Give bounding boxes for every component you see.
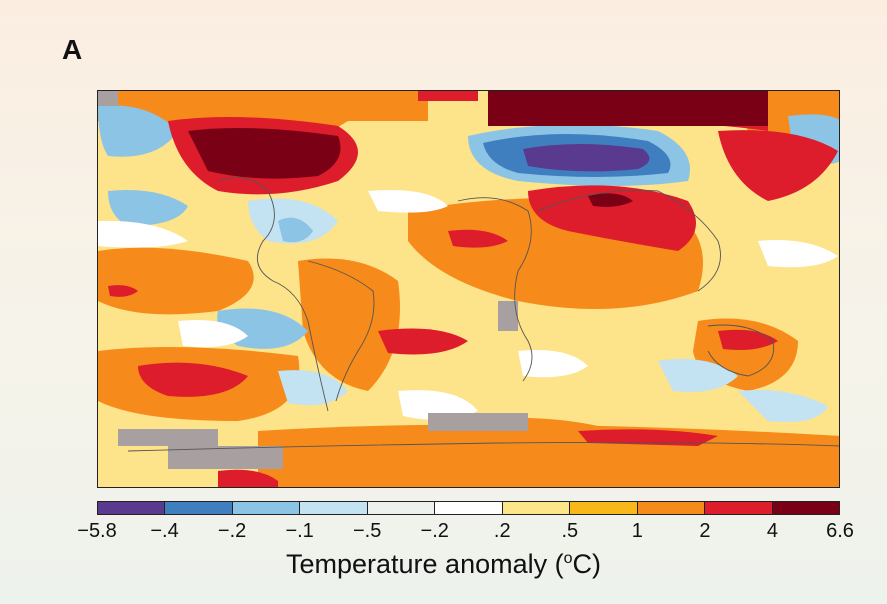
colorbar-title: Temperature anomaly (oC)	[0, 549, 887, 580]
colorbar-tick-label: −.4	[150, 520, 179, 542]
missing-data-regions	[98, 91, 528, 469]
colorbar-title-degree: o	[563, 550, 573, 567]
colorbar-segment	[98, 502, 166, 514]
colorbar-segment	[300, 502, 368, 514]
colorbar-tick-label: −.2	[420, 520, 449, 542]
colorbar-segment	[435, 502, 503, 514]
colorbar-title-unit: C)	[572, 549, 602, 579]
colorbar-ticks: −5.8 −.4 −.2 −.1 −.5 −.2 .2 .5 1 2 4 6.6	[77, 520, 854, 544]
colorbar-segment	[637, 502, 706, 514]
neutral-regions	[98, 190, 838, 420]
colorbar-tick-label: 4	[766, 520, 779, 542]
colorbar-tick-label: −.1	[285, 520, 314, 542]
colorbar-segment	[165, 502, 233, 514]
colorbar-segment	[367, 502, 436, 514]
colorbar-title-main: Temperature anomaly (	[285, 549, 564, 579]
coastlines	[127, 177, 839, 452]
colorbar-segment	[705, 502, 773, 514]
colorbar-segment	[502, 502, 571, 514]
colorbar-tick-label: −5.8	[77, 520, 117, 542]
colorbar-tick-label: −.5	[352, 520, 382, 542]
colorbar-tick-label: 1	[631, 520, 643, 542]
colorbar-tick-label: 6.6	[826, 520, 854, 542]
hot-anomaly-regions	[108, 91, 838, 487]
colorbar-tick-label: .5	[561, 520, 579, 542]
colorbar-segment	[772, 502, 839, 514]
colorbar-segment	[232, 502, 301, 514]
colorbar-tick-label: −.2	[217, 520, 247, 542]
panel-label: A	[62, 34, 83, 65]
map-canvas	[98, 91, 839, 487]
colorbar-segment	[570, 502, 638, 514]
colorbar	[97, 501, 840, 515]
colorbar-tick-label: .2	[493, 520, 511, 542]
anomaly-map	[97, 90, 840, 488]
colorbar-tick-label: 2	[699, 520, 711, 542]
